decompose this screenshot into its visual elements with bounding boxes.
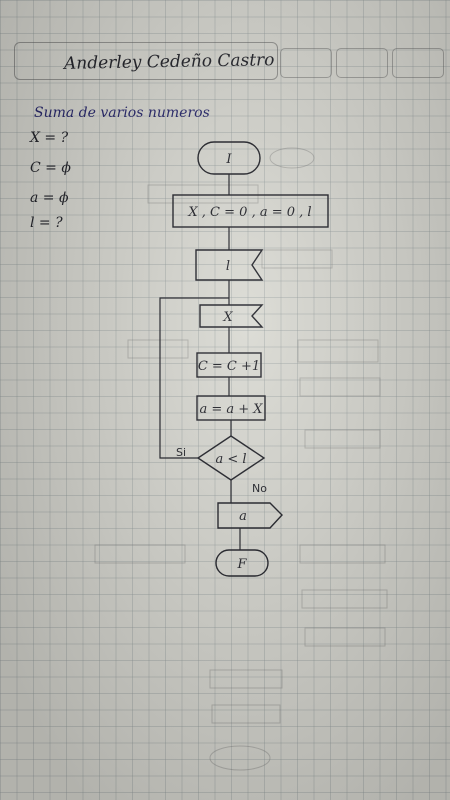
input-x-label: X <box>222 310 233 325</box>
input-x-shape <box>199 304 264 328</box>
input-l-shape <box>195 249 264 281</box>
init-box <box>172 194 329 228</box>
bleed-through-marks <box>94 147 388 771</box>
header-tab-2 <box>336 48 388 78</box>
header-tab-3 <box>392 48 444 78</box>
variable-a: a = ϕ <box>30 190 69 206</box>
no-label: No <box>252 482 267 495</box>
accumulate-label: a = a + X <box>199 402 263 417</box>
counter-label: C = C +1 <box>198 359 260 374</box>
loop-back-arrow <box>159 297 229 459</box>
variable-c: C = ϕ <box>30 160 71 176</box>
input-l-label: l <box>226 259 230 274</box>
end-terminal <box>215 549 269 577</box>
end-label: F <box>236 557 247 572</box>
exercise-title: Suma de varios numeros <box>34 105 210 121</box>
condition-label: a < l <box>215 452 246 467</box>
output-shape <box>217 502 283 529</box>
variable-l: l = ? <box>30 215 63 231</box>
variable-x: X = ? <box>30 130 69 146</box>
init-label: X , C = 0 , a = 0 , l <box>187 205 311 220</box>
header-tab-1 <box>280 48 332 78</box>
yes-label: Si <box>176 446 187 459</box>
output-label: a <box>239 509 247 524</box>
name-field-box <box>14 42 278 80</box>
start-label: I <box>225 152 232 167</box>
